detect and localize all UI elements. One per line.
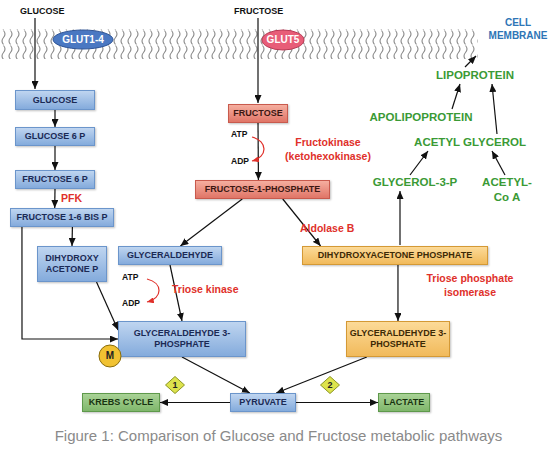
pathway-arrow [296,402,378,403]
lipid-label: ACETYL GLYCEROL [400,135,540,150]
pathway-arrow [276,357,367,393]
pathway-arrow [257,123,259,180]
marker-circle: M [98,344,122,368]
enzyme-label: Fructokinase (ketohexokinase) [272,136,384,163]
lipid-arrow [452,84,460,109]
step-diamond: 2 [320,376,340,394]
pathway-arrow [180,199,242,246]
lipid-arrow [492,84,497,134]
pathway-arrow [182,357,250,393]
node-text: GLUT5 [265,34,302,46]
ellipse-outline [53,30,113,49]
enzyme-label: Triose kinase [172,283,262,297]
lipid-label: LIPOPROTEIN [410,68,540,83]
node-text: GLYCERALDEHYDE 3-PHOSPHATE [119,328,245,350]
pathway-arrow [71,227,73,246]
node-text: LACTATE [382,397,427,408]
pathway-arrow [54,189,55,208]
enzyme-label: Triose phosphate isomerase [400,272,540,299]
transporter-ellipse: GLUT1-4 [52,29,114,50]
pathway-arrow [97,282,119,330]
node-text: GLUT1-4 [60,34,106,46]
node-text: FRUCTOSE-1-PHOSPHATE [203,184,323,195]
metabolite-box: GLYCERALDEHYDE 3-PHOSPHATE [118,321,246,357]
metabolite-box: FRUCTOSE-1-PHOSPHATE [195,180,330,199]
pathway-arrow [397,265,398,321]
metabolite-box: FRUCTOSE 6 P [15,170,95,189]
metabolite-box: GLUCOSE [15,90,95,110]
pathway-arrow [54,146,55,170]
cofactor-label: ATP [231,129,257,140]
product-box: LACTATE [378,393,430,412]
pathway-arrow [22,227,118,339]
substrate-label: FRUCTOSE [234,6,294,18]
enzyme-label: PFK [61,192,101,206]
cofactor-arrow [147,279,159,302]
node-text: FRUCTOSE 1-6 BIS P [15,212,110,223]
node-text: GLYCERALDEHYDE 3-PHOSPHATE [347,328,449,350]
node-text: DIHYDROXY ACETONE P [38,253,106,275]
metabolite-box: DIHYDROXY ACETONE P [37,246,107,282]
membrane-label: CELL MEMBRANE [482,16,554,42]
product-box: KREBS CYCLE [82,393,160,412]
uptake-arrow [34,18,35,89]
diamond-outline [321,377,340,394]
node-text: 2 [325,380,334,391]
uptake-arrow [257,18,258,103]
node-text: GLYCERALDEHYDE [125,250,215,261]
node-text: 1 [170,380,179,391]
metabolite-box: GLUCOSE 6 P [15,127,95,146]
metabolite-box: FRUCTOSE 1-6 BIS P [10,208,114,227]
pathway-arrow [399,191,400,245]
diamond-outline [166,377,185,394]
node-text: FRUCTOSE [231,108,284,119]
node-text: DIHYDROXYACETONE PHOSPHATE [316,250,474,261]
node-text: GLUCOSE 6 P [23,131,88,142]
lipid-arrow [492,151,505,175]
circle-outline [99,345,121,367]
cofactor-label: ADP [231,156,257,167]
step-diamond: 1 [165,376,185,394]
pathway-arrow [160,402,230,403]
node-text: PYRUVATE [237,397,289,408]
cofactor-label: ADP [122,298,148,309]
metabolite-box: GLYCERALDEHYDE 3-PHOSPHATE [346,321,450,357]
lipid-arrow [465,56,476,67]
metabolite-box: DIHYDROXYACETONE PHOSPHATE [302,246,488,265]
cofactor-arrow [252,137,264,161]
lipid-label: APOLIPOPROTEIN [356,110,486,125]
transporter-ellipse: GLUT5 [261,29,305,51]
enzyme-label: Aldolase B [300,222,380,236]
ellipse-outline [262,30,304,50]
lipid-label: ACETYL- Co A [477,175,537,205]
metabolite-box: FRUCTOSE [228,104,288,123]
cofactor-label: ATP [122,272,148,283]
substrate-label: GLUCOSE [20,6,80,18]
metabolite-box: PYRUVATE [230,393,296,412]
node-text: GLUCOSE [31,95,80,106]
figure-caption: Figure 1: Comparison of Glucose and Fruc… [0,427,557,445]
pathway-arrow [54,110,55,127]
metabolite-box: GLYCERALDEHYDE [118,246,222,265]
node-text: FRUCTOSE 6 P [20,174,89,185]
lipid-arrow [410,151,428,175]
node-text: M [104,350,116,362]
lipid-label: GLYCEROL-3-P [360,175,470,190]
node-text: KREBS CYCLE [87,397,156,408]
